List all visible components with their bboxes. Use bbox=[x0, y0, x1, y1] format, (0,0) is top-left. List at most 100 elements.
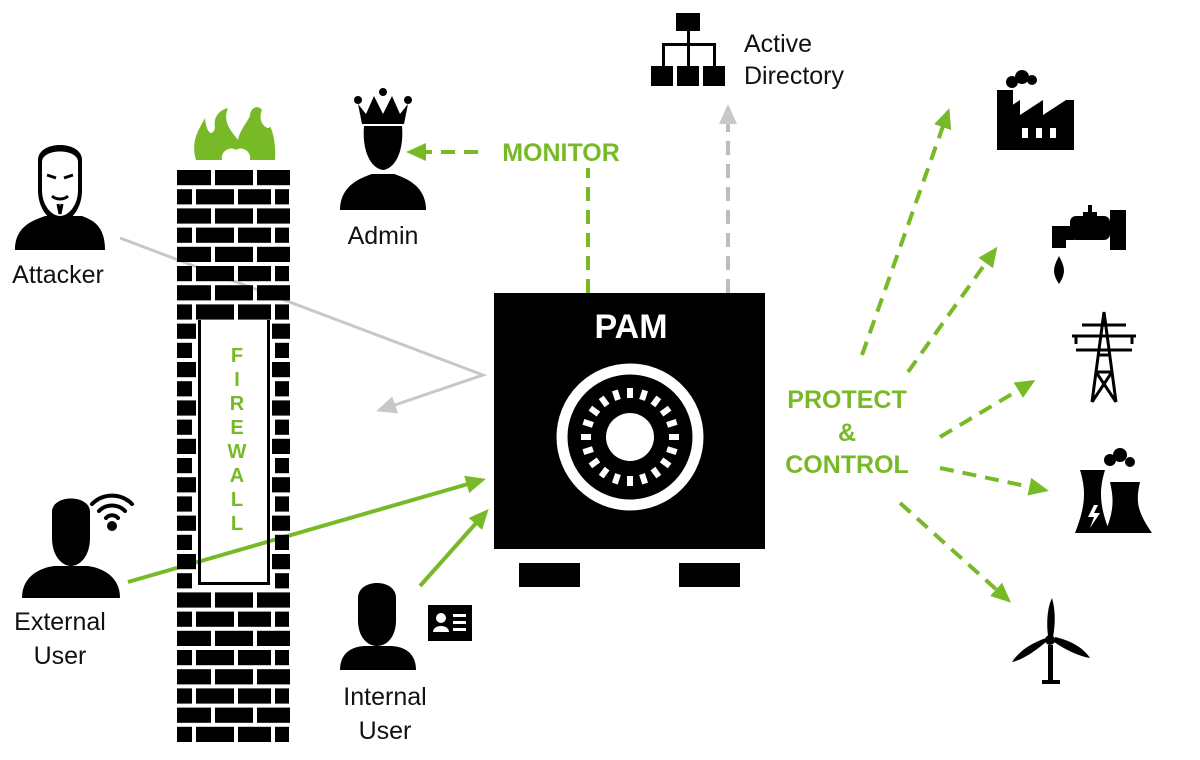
firewall-brick bbox=[275, 266, 289, 282]
dial-tick bbox=[669, 434, 679, 440]
firewall-brick bbox=[238, 726, 271, 742]
firewall-brick bbox=[177, 246, 211, 262]
firewall-brick bbox=[177, 592, 211, 608]
firewall-brick bbox=[238, 688, 271, 704]
active-directory-label-line1: Active bbox=[744, 30, 812, 58]
dial-tick bbox=[581, 434, 591, 440]
dial-tick bbox=[666, 446, 678, 455]
firewall-brick bbox=[177, 419, 192, 435]
firewall-brick bbox=[257, 669, 290, 685]
firewall-brick bbox=[177, 477, 196, 493]
wind-turbine-icon bbox=[1012, 598, 1090, 684]
firewall-brick bbox=[198, 582, 270, 585]
firewall-label: F I R E W A L L bbox=[228, 345, 247, 535]
firewall-brick bbox=[215, 630, 253, 646]
arrow-to-wind bbox=[898, 501, 1011, 603]
firewall-brick bbox=[196, 266, 234, 282]
firewall-brick bbox=[272, 438, 290, 454]
firewall-brick bbox=[177, 189, 192, 205]
firewall-brick bbox=[215, 170, 253, 186]
firewall-brick bbox=[196, 726, 234, 742]
firewall-brick bbox=[196, 304, 234, 320]
dial-tick bbox=[659, 457, 672, 469]
firewall-brick bbox=[196, 650, 234, 666]
arrow-to-power-plant bbox=[939, 466, 1049, 496]
dial-tick bbox=[666, 419, 678, 428]
firewall-brick bbox=[177, 554, 196, 570]
firewall-brick bbox=[275, 726, 289, 742]
firewall-brick bbox=[177, 400, 196, 416]
svg-text:R: R bbox=[230, 393, 245, 415]
protect-arrows bbox=[860, 108, 1049, 603]
firewall-brick bbox=[177, 534, 192, 550]
arrow-to-pylon bbox=[938, 379, 1036, 439]
firewall-brick bbox=[275, 381, 289, 397]
dial-tick bbox=[588, 405, 601, 417]
firewall-brick bbox=[238, 611, 271, 627]
pam-safe[interactable]: PAM bbox=[494, 293, 765, 587]
firewall-brick bbox=[257, 246, 290, 262]
admin-label: Admin bbox=[348, 222, 419, 250]
water-tap-icon bbox=[1052, 205, 1126, 284]
external-user-label-line1: External bbox=[14, 608, 106, 636]
firewall-brick bbox=[177, 669, 211, 685]
dial-tick bbox=[612, 473, 621, 485]
firewall-brick bbox=[177, 323, 196, 339]
firewall-brick bbox=[177, 515, 196, 531]
firewall-brick bbox=[275, 688, 289, 704]
dial-tick bbox=[650, 395, 662, 408]
id-card-icon bbox=[428, 605, 472, 641]
firewall-brick bbox=[177, 266, 192, 282]
internal-user-label-line2: User bbox=[359, 717, 412, 745]
firewall-brick bbox=[257, 170, 290, 186]
dial-tick bbox=[598, 466, 610, 479]
firewall-brick bbox=[275, 611, 289, 627]
dial-tick bbox=[588, 457, 601, 469]
dial-tick bbox=[627, 388, 633, 398]
firewall-brick bbox=[177, 496, 192, 512]
internal-user-arrow bbox=[418, 509, 489, 588]
firewall-brick bbox=[272, 323, 290, 339]
firewall-brick bbox=[177, 688, 192, 704]
dial-tick bbox=[627, 476, 633, 486]
firewall-brick bbox=[215, 669, 253, 685]
firewall-brick bbox=[257, 592, 290, 608]
internal-user-icon bbox=[340, 583, 416, 670]
dial-tick bbox=[639, 389, 648, 401]
firewall-flame-icon bbox=[194, 107, 276, 160]
svg-text:A: A bbox=[230, 465, 244, 487]
firewall-brick bbox=[177, 573, 192, 589]
firewall-brick bbox=[275, 496, 289, 512]
firewall-brick bbox=[177, 304, 192, 320]
dial-tick bbox=[639, 473, 648, 485]
safe-foot-left bbox=[519, 563, 580, 587]
firewall-brick bbox=[177, 342, 192, 358]
dial-tick bbox=[659, 405, 672, 417]
firewall-brick bbox=[275, 458, 289, 474]
active-directory-label-line2: Directory bbox=[744, 62, 845, 90]
firewall-brick bbox=[215, 208, 253, 224]
firewall-brick bbox=[272, 400, 290, 416]
firewall-brick bbox=[238, 650, 271, 666]
attacker-blocked-path bbox=[119, 236, 488, 414]
arrow-to-water bbox=[906, 246, 998, 374]
svg-text:PROTECT: PROTECT bbox=[787, 386, 906, 414]
firewall-brick bbox=[275, 419, 289, 435]
firewall-brick bbox=[177, 381, 192, 397]
attacker-label: Attacker bbox=[12, 261, 104, 289]
firewall-brick bbox=[275, 573, 289, 589]
firewall-brick bbox=[238, 189, 271, 205]
firewall-brick bbox=[177, 170, 211, 186]
protect-control-label: PROTECT & CONTROL bbox=[785, 386, 909, 479]
firewall-brick bbox=[177, 650, 192, 666]
firewall-brick bbox=[215, 592, 253, 608]
admin-crown-icon bbox=[340, 88, 426, 210]
firewall-brick bbox=[215, 707, 253, 723]
firewall-brick bbox=[215, 285, 253, 301]
firewall-brick bbox=[272, 554, 290, 570]
firewall-brick bbox=[177, 285, 211, 301]
firewall-brick bbox=[257, 208, 290, 224]
firewall-brick bbox=[238, 227, 271, 243]
firewall-brick bbox=[238, 304, 271, 320]
